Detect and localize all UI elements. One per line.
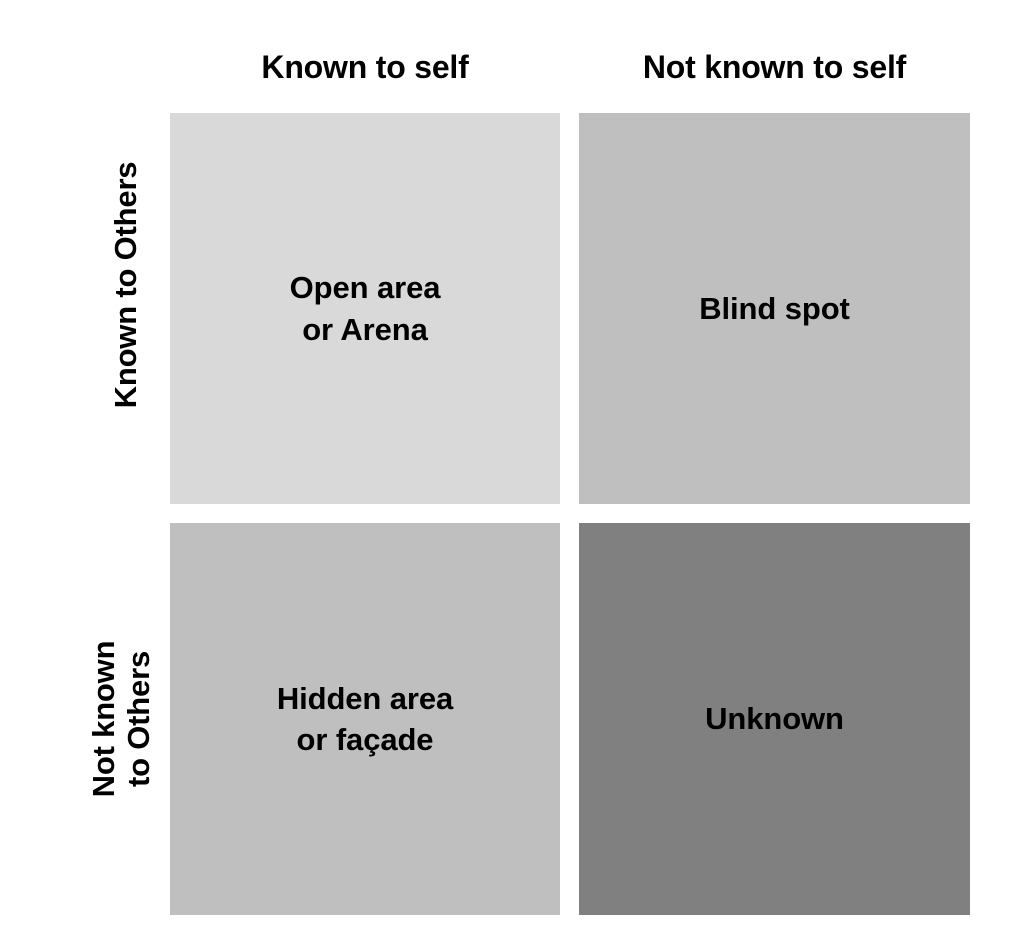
row-header-known-to-others: Known to Others [104, 89, 148, 481]
quadrant-blind-spot: Blind spot [579, 113, 970, 504]
row-header-line: to Others [121, 651, 156, 787]
quadrant-unknown: Unknown [579, 523, 970, 915]
quadrant-label-line: Unknown [705, 701, 844, 737]
column-header-not-known-to-self: Not known to self [642, 49, 907, 85]
quadrant-label-line: Hidden area [276, 680, 454, 716]
row-header-not-known-to-others: Not known to Others [76, 523, 168, 915]
quadrant-label: Blind spot [699, 288, 850, 329]
quadrant-label-line: Open area [289, 270, 441, 306]
quadrant-label-line: or Arena [302, 311, 428, 347]
row-header-line: Known to Others [108, 161, 143, 409]
quadrant-hidden-area: Hidden area or façade [170, 523, 560, 915]
quadrant-label: Unknown [705, 698, 844, 739]
quadrant-label-line: Blind spot [699, 290, 850, 326]
column-header-known-to-self: Known to self [261, 49, 469, 85]
row-header-line: Not known [86, 640, 122, 798]
quadrant-label: Hidden area or façade [277, 678, 453, 760]
quadrant-label-line: or façade [296, 722, 434, 757]
quadrant-label: Open area or Arena [290, 267, 441, 349]
quadrant-open-area: Open area or Arena [170, 113, 560, 504]
